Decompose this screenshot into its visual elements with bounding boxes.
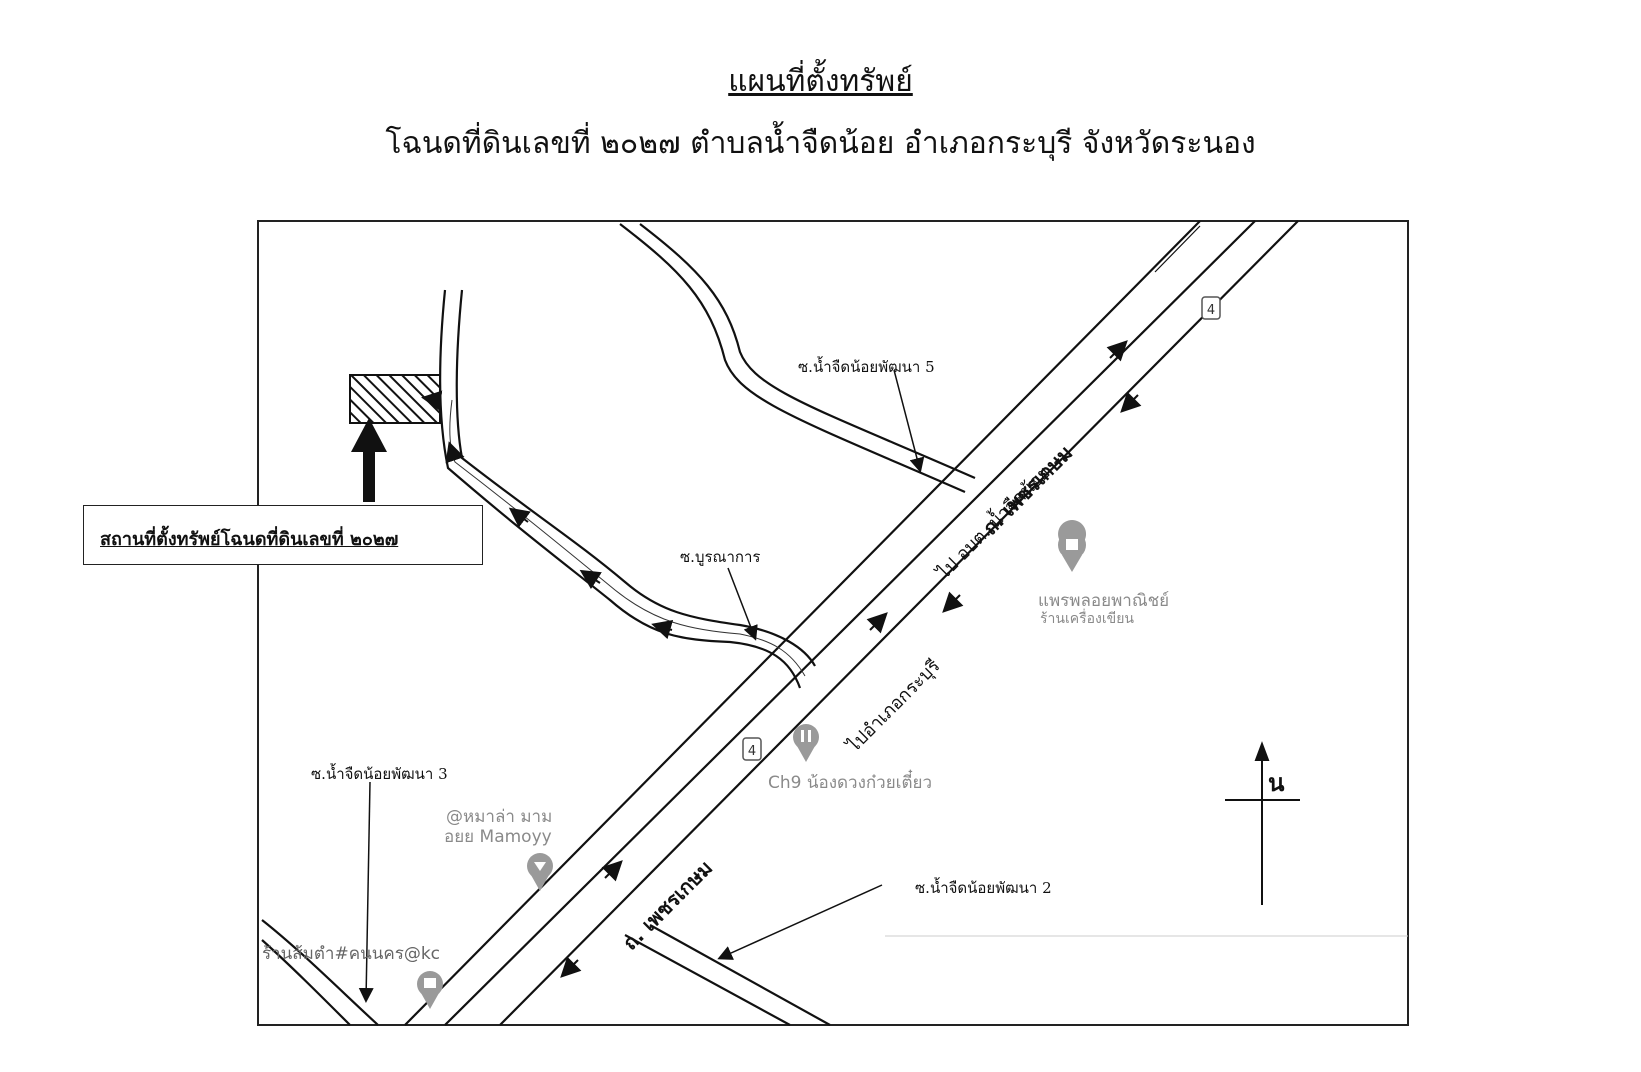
poi-shop1-desc: ร้านเครื่องเขียน (1040, 611, 1134, 627)
poi-mala-line1: @หมาล่า มาม (446, 807, 553, 827)
somtam-pin-icon (417, 971, 443, 1009)
label-soi-3: ซ.น้ำจืดน้อยพัฒนา 3 (311, 765, 448, 783)
svg-text:4: 4 (1207, 303, 1215, 318)
map-frame (257, 220, 1409, 1026)
restaurant-pin-icon (793, 724, 819, 762)
svg-text:4: 4 (748, 744, 756, 759)
shop-pin-icon (1058, 520, 1087, 572)
route-shield-upper: 4 (1201, 296, 1221, 320)
leader-lines (358, 369, 925, 1003)
poi-shop1-name: แพรพลอยพาณิชย์ (1038, 591, 1170, 611)
page-subtitle: โฉนดที่ดินเลขที่ ๒๐๒๗ ตำบลน้ำจืดน้อย อำเ… (385, 126, 1256, 161)
north-label: น (1268, 769, 1285, 797)
phetkasem-road (404, 220, 1299, 1026)
soi-lower-roads (261, 919, 1408, 1026)
poi-restaurant: Ch9 น้องดวงก๋วยเตี๋ยว (768, 773, 933, 793)
route-shield-lower: 4 (742, 737, 762, 761)
traffic-arrows (421, 340, 1142, 978)
label-soi-5: ซ.น้ำจืดน้อยพัฒนา 5 (798, 358, 935, 376)
subject-callout-label: สถานที่ตั้งทรัพย์โฉนดที่ดินเลขที่ ๒๐๒๗ (100, 529, 399, 550)
label-soi-2: ซ.น้ำจืดน้อยพัฒนา 2 (915, 879, 1052, 897)
poi-mala-line2: อยย Mamoyy (444, 827, 552, 847)
soi-boorana-road (438, 289, 816, 689)
mala-pin-icon (527, 853, 553, 891)
subject-callout-box: สถานที่ตั้งทรัพย์โฉนดที่ดินเลขที่ ๒๐๒๗ (83, 505, 483, 565)
north-compass-icon (1225, 741, 1300, 905)
parcel-arrow-icon (351, 418, 387, 502)
label-soi-boorana: ซ.บูรณาการ (680, 548, 761, 566)
poi-somtam: ร้านส้มตำ#คนนคร@kc (262, 944, 441, 964)
soi-top-road (619, 223, 976, 494)
page-title: แผนที่ตั้งทรัพย์ (728, 64, 913, 99)
